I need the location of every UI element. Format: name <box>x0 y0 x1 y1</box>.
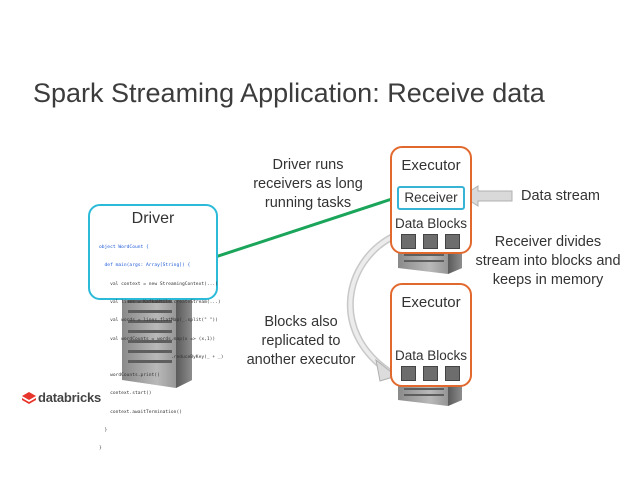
driver-runs-annotation: Driver runs receivers as long running ta… <box>253 157 363 211</box>
executor-top-title: Executor <box>401 157 461 174</box>
code-line: val lines = KafkaUtils.createStream(...) <box>99 300 221 306</box>
code-line: object WordCount { <box>99 245 149 251</box>
driver-code-snippet: object WordCount { def main(args: Array[… <box>99 233 223 465</box>
databricks-logo-text: databricks <box>38 390 102 405</box>
code-line: val words = lines.flatMap(_.split(" ")) <box>99 318 218 324</box>
data-block <box>401 234 416 249</box>
executor-bottom-blocks-label: Data Blocks <box>394 348 468 363</box>
code-line: .reduceByKey(_ + _) <box>99 354 224 360</box>
data-block <box>445 366 460 381</box>
data-block <box>423 366 438 381</box>
data-block <box>423 234 438 249</box>
code-line: } <box>99 428 108 433</box>
data-block <box>445 234 460 249</box>
code-line: context.start() <box>99 391 152 397</box>
slide-title: Spark Streaming Application: Receive dat… <box>33 78 545 108</box>
code-line: val wordCounts = words.map(x => (x,1)) <box>99 336 216 342</box>
executor-top-box: Executor Receiver Data Blocks <box>390 146 472 254</box>
code-line: def main(args: Array[String]) { <box>99 263 191 269</box>
databricks-logo-icon <box>22 391 36 404</box>
code-line: } <box>99 446 102 452</box>
executor-bottom-box: Executor Data Blocks <box>390 283 472 387</box>
code-line: wordCounts.print() <box>99 373 160 379</box>
code-line: val context = new StreamingContext(...) <box>99 281 218 287</box>
code-line: context.awaitTermination() <box>99 409 182 415</box>
driver-title: Driver <box>131 210 175 227</box>
receiver-divides-annotation: Receiver divides stream into blocks and … <box>475 234 621 288</box>
executor-bottom-title: Executor <box>401 294 461 311</box>
receiver-box: Receiver <box>397 186 465 210</box>
data-stream-arrow-icon <box>461 185 513 207</box>
data-stream-label: Data stream <box>521 188 600 204</box>
databricks-logo: databricks <box>22 390 101 405</box>
blocks-replicated-annotation: Blocks also replicated to another execut… <box>246 314 356 368</box>
driver-box: Driver object WordCount { def main(args:… <box>88 204 223 451</box>
executor-top-blocks-label: Data Blocks <box>394 216 468 231</box>
driver-to-receiver-connector <box>199 195 399 264</box>
data-block <box>401 366 416 381</box>
driver-server-icon <box>122 278 192 388</box>
